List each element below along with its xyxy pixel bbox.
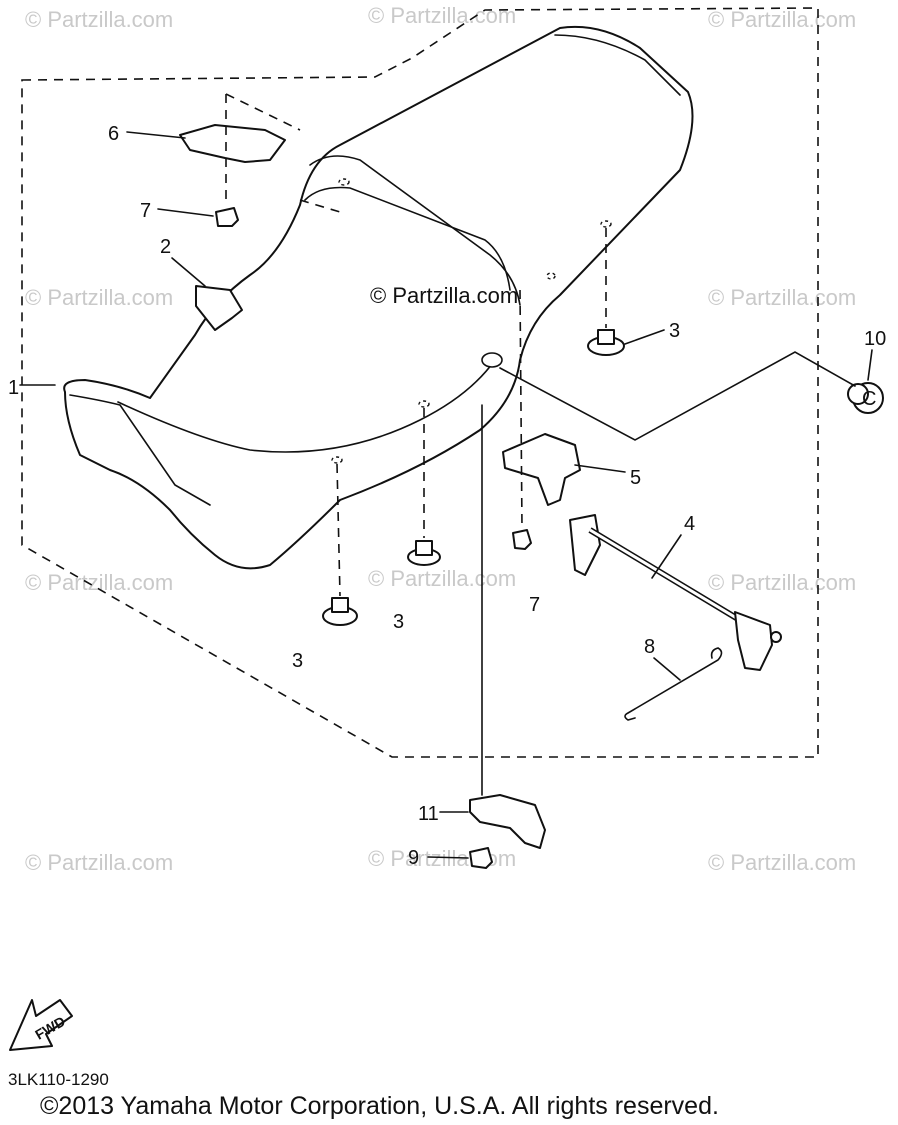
callout-8: 8 (644, 636, 655, 658)
watermark: © Partzilla.com (25, 285, 173, 310)
callout-1: 1 (8, 377, 19, 399)
copyright-text: ©2013 Yamaha Motor Corporation, U.S.A. A… (40, 1092, 719, 1120)
part-9-nut (469, 847, 493, 869)
callout-7: 7 (140, 200, 151, 222)
watermark: © Partzilla.com (708, 850, 856, 875)
watermarks: © Partzilla.com © Partzilla.com © Partzi… (25, 3, 856, 875)
callout-2: 2 (160, 236, 171, 258)
diagram-code: 3LK110-1290 (8, 1070, 109, 1089)
seat-top-ridge (554, 34, 681, 96)
watermark: © Partzilla.com (708, 7, 856, 32)
part-3-damper (322, 597, 358, 626)
callout-4: 4 (684, 513, 695, 535)
seat-front-edge (69, 394, 211, 506)
part-5-bracket (502, 433, 581, 506)
callout-11: 11 (418, 803, 439, 825)
seat-top-ridge (309, 155, 521, 306)
fwd-arrow-icon: FWD (9, 999, 73, 1051)
part-3-damper (407, 540, 441, 566)
part-3-damper (587, 329, 625, 356)
assembly-boundary (21, 7, 819, 758)
watermark: © Partzilla.com (708, 285, 856, 310)
mount-hole (418, 400, 430, 408)
mount-hole (331, 456, 343, 464)
part-6-bracket (179, 124, 286, 163)
part-7-nut (512, 529, 532, 550)
part-2-wedge (195, 285, 243, 331)
callout-9: 9 (408, 847, 419, 869)
watermark: © Partzilla.com (25, 570, 173, 595)
leader-lines (19, 131, 873, 859)
mount-hole (546, 272, 556, 280)
watermark: © Partzilla.com (708, 570, 856, 595)
watermark: © Partzilla.com (25, 7, 173, 32)
part-10-cap: C (847, 382, 884, 414)
callout-3: 3 (393, 611, 404, 633)
callout-10: 10 (864, 328, 886, 350)
assembly-lines (225, 93, 856, 796)
seat-cushion-edge (117, 359, 496, 453)
watermark: © Partzilla.com (368, 566, 516, 591)
lock-hole (481, 352, 503, 368)
seat-strap (304, 186, 511, 291)
callout-labels: 1 2 3 3 3 4 5 6 7 7 8 9 10 11 (8, 123, 886, 869)
callout-6: 6 (108, 123, 119, 145)
svg-text:C: C (862, 388, 876, 410)
part-4-rod (569, 514, 782, 671)
center-watermark: © Partzilla.com (370, 283, 518, 308)
callout-3: 3 (669, 320, 680, 342)
mount-hole (600, 220, 612, 228)
callout-5: 5 (630, 467, 641, 489)
callout-7: 7 (529, 594, 540, 616)
watermark: © Partzilla.com (25, 850, 173, 875)
part-7-nut (215, 207, 239, 227)
part-11-lock (469, 794, 546, 849)
callout-3: 3 (292, 650, 303, 672)
part-8-spring (624, 647, 723, 721)
mount-hole (338, 178, 350, 186)
watermark: © Partzilla.com (368, 846, 516, 871)
watermark: © Partzilla.com (368, 3, 516, 28)
